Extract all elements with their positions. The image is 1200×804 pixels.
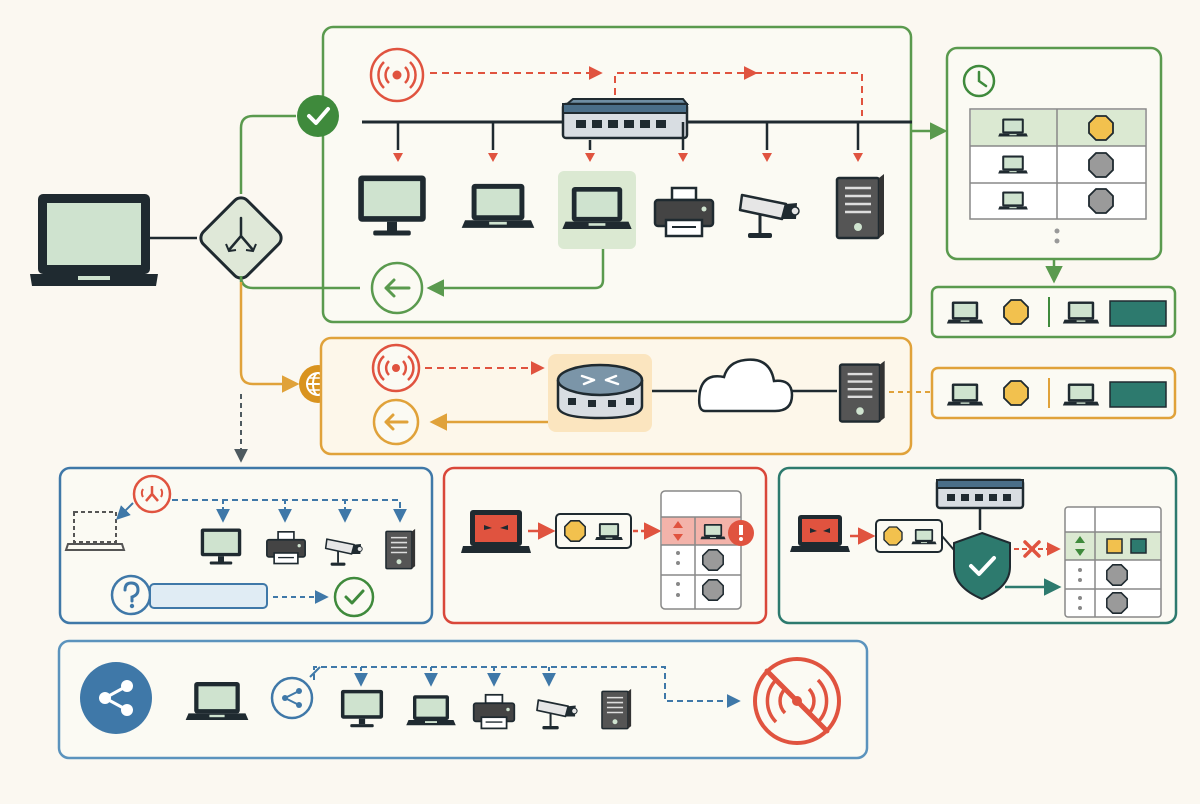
wan-branch-line (239, 282, 300, 393)
share-nodes-icon (80, 662, 152, 734)
laptop-icon (700, 524, 726, 540)
gratuitous-panel (57, 639, 869, 760)
octagon-chip-icon (1088, 188, 1114, 214)
laptop-icon (595, 523, 623, 540)
cloud-icon (697, 358, 794, 413)
octagon-chip-icon (883, 526, 903, 546)
pending-entry-bar (149, 583, 268, 609)
arrow-left-circle-icon (372, 398, 420, 446)
shield-check-icon (953, 531, 1011, 601)
laptop-icon[interactable] (406, 695, 456, 726)
octagon-chip-icon (1106, 592, 1128, 614)
fork-signal-icon (132, 474, 172, 514)
laptop-icon[interactable] (461, 183, 535, 228)
laptop-icon (1062, 383, 1100, 406)
lan-drop-lines (396, 122, 860, 150)
dashed-laptop-icon (64, 511, 126, 551)
fork-signal-icon (270, 676, 314, 720)
lan-branch-line (239, 114, 296, 194)
exclamation-circle-icon (728, 520, 754, 546)
octagon-chip-icon (1088, 115, 1114, 141)
octagon-chip-icon (1003, 299, 1029, 325)
no-broadcast-icon (753, 657, 841, 745)
verified-arrows-icon (1075, 536, 1085, 556)
laptop-icon (911, 529, 937, 545)
reply-line (426, 249, 605, 297)
mac-bar (1109, 300, 1167, 327)
octagon-chip-icon (1106, 564, 1128, 586)
check-circle-icon (297, 95, 339, 137)
octagon-chip-icon (564, 520, 586, 542)
arrow-left-circle-icon (370, 261, 424, 315)
ellipsis-dots (1054, 228, 1060, 244)
octagon-chip-icon (1003, 380, 1029, 406)
network-switch-icon (561, 98, 690, 140)
laptop-icon[interactable] (185, 682, 249, 721)
lan-drop-arrows (393, 153, 863, 162)
unknown-broadcast-line (172, 499, 407, 523)
check-circle-icon (333, 576, 375, 618)
broadcast-hop-line-2 (755, 72, 863, 116)
broadcast-signal-icon (369, 47, 425, 103)
evil-laptop-icon (461, 510, 531, 553)
question-circle-icon (110, 574, 152, 616)
branch-fork-icon (199, 196, 283, 280)
network-switch-icon (935, 478, 1025, 510)
evil-laptop-icon (790, 515, 850, 552)
table-row-laptop-icon (998, 191, 1028, 210)
target-laptop-icon[interactable] (562, 186, 632, 229)
laptop-icon (946, 383, 984, 406)
announce-line (313, 666, 741, 708)
server-tower-icon[interactable] (385, 528, 416, 570)
table-row-laptop-icon (998, 118, 1028, 137)
lan-return-line (239, 275, 360, 290)
mac-bar (1109, 381, 1167, 408)
broadcast-signal-icon (371, 343, 421, 393)
unknown-query-arrow (116, 502, 134, 520)
server-tower-icon[interactable] (838, 359, 886, 423)
octagon-chip-icon (702, 579, 724, 601)
octagon-chip-icon (1088, 152, 1114, 178)
clock-icon (962, 64, 996, 98)
ellipsis-dots (676, 551, 680, 597)
host-laptop-icon[interactable] (30, 194, 158, 286)
poisoned-cache-table (660, 490, 742, 610)
table-row-laptop-icon (998, 155, 1028, 174)
octagon-chip-icon (702, 549, 724, 571)
conflict-arrows-icon (673, 521, 683, 541)
server-tower-icon[interactable] (835, 172, 886, 240)
arp-cache-table (969, 108, 1147, 220)
ellipsis-dots (1078, 568, 1082, 610)
router-icon (556, 363, 644, 420)
laptop-icon (946, 301, 984, 324)
cross-mark-icon (1023, 540, 1041, 558)
laptop-icon (1062, 301, 1100, 324)
server-tower-icon[interactable] (601, 688, 632, 730)
